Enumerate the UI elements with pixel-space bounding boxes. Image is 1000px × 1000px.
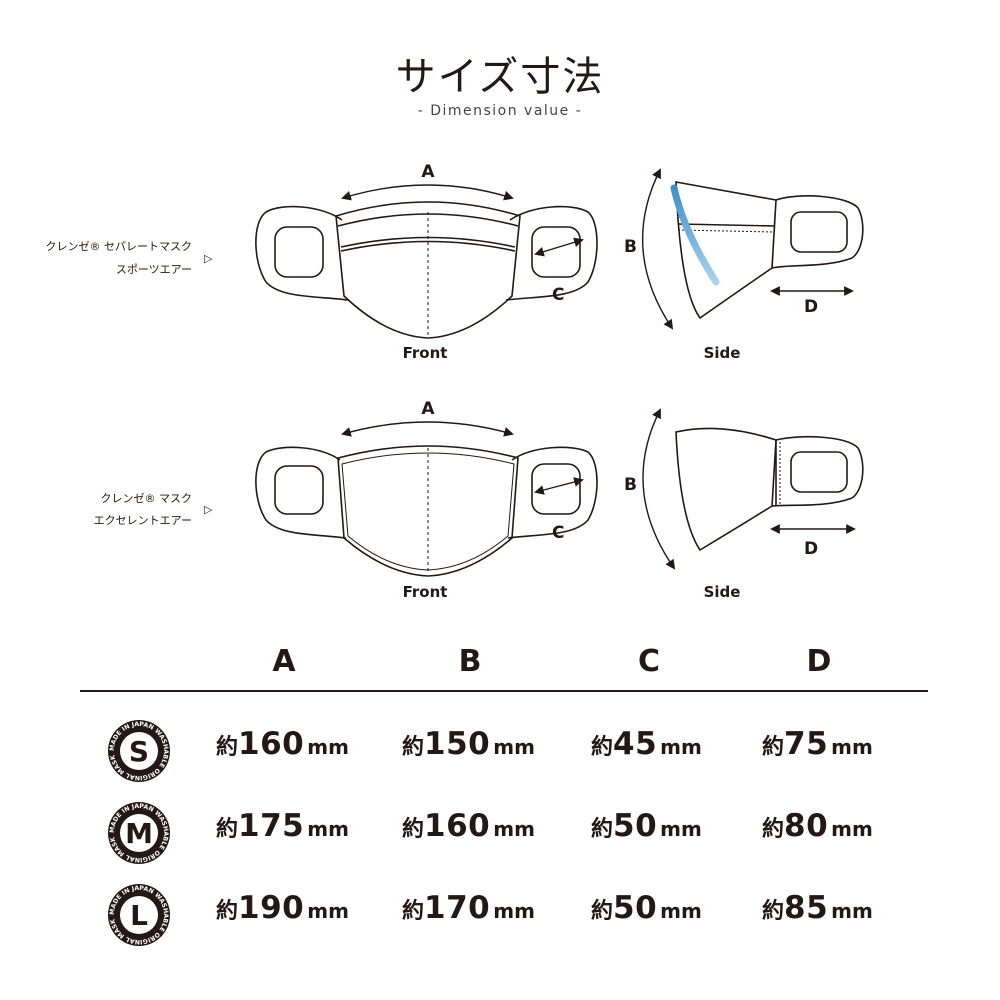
product-1-name-line2: スポーツエアー xyxy=(116,263,192,276)
approx-prefix: 約 xyxy=(216,817,239,842)
approx-prefix: 約 xyxy=(591,899,614,924)
unit-label: mm xyxy=(493,817,535,841)
column-header-d: D xyxy=(806,644,832,679)
pointer-icon: ▷ xyxy=(204,252,213,265)
unit-label: mm xyxy=(493,899,535,923)
unit-label: mm xyxy=(660,735,702,759)
column-header-c: C xyxy=(637,644,661,679)
dimension-value: 190 xyxy=(238,890,305,926)
product-2-name-line2: エクセレントエアー xyxy=(94,514,192,527)
dimension-value: 50 xyxy=(613,808,658,844)
dimension-value: 150 xyxy=(424,726,491,762)
dimension-label-a: A xyxy=(421,399,435,419)
dimension-value: 175 xyxy=(238,808,305,844)
front-label: Front xyxy=(403,583,448,601)
dimension-value: 85 xyxy=(784,890,829,926)
pointer-icon: ▷ xyxy=(204,503,213,516)
unit-label: mm xyxy=(307,899,349,923)
column-header-b: B xyxy=(458,644,482,679)
side-label: Side xyxy=(704,344,741,362)
unit-label: mm xyxy=(493,735,535,759)
approx-prefix: 約 xyxy=(402,735,425,760)
page-subtitle: - Dimension value - xyxy=(417,103,583,119)
approx-prefix: 約 xyxy=(762,899,785,924)
dimension-label-b: B xyxy=(624,237,637,257)
unit-label: mm xyxy=(831,735,873,759)
approx-prefix: 約 xyxy=(591,817,614,842)
side-label: Side xyxy=(704,583,741,601)
dimension-label-c: C xyxy=(552,523,564,543)
product-1-label: クレンゼ® セパレートマスク スポーツエアー ▷ xyxy=(46,240,214,276)
product-2-side-view xyxy=(642,408,864,570)
size-letter: S xyxy=(129,735,149,768)
approx-prefix: 約 xyxy=(216,735,239,760)
unit-label: mm xyxy=(660,817,702,841)
dimension-value: 170 xyxy=(424,890,491,926)
dimension-label-a: A xyxy=(421,162,435,182)
dimension-value: 50 xyxy=(613,890,658,926)
column-header-a: A xyxy=(272,644,296,679)
unit-label: mm xyxy=(307,817,349,841)
approx-prefix: 約 xyxy=(762,735,785,760)
product-2-name-line1: クレンゼ® マスク xyxy=(101,492,193,505)
size-letter: L xyxy=(130,899,148,932)
product-1-name-line1: クレンゼ® セパレートマスク xyxy=(46,240,193,253)
unit-label: mm xyxy=(831,899,873,923)
dimension-value: 80 xyxy=(784,808,829,844)
product-2-label: クレンゼ® マスク エクセレントエアー ▷ xyxy=(94,492,213,527)
dimension-label-d: D xyxy=(804,297,818,317)
product-1-side-view xyxy=(641,168,864,330)
unit-label: mm xyxy=(307,735,349,759)
unit-label: mm xyxy=(660,899,702,923)
ear-strap-highlight xyxy=(670,184,720,286)
approx-prefix: 約 xyxy=(591,735,614,760)
page-title: サイズ寸法 xyxy=(395,54,605,100)
approx-prefix: 約 xyxy=(216,899,239,924)
header-divider xyxy=(80,690,928,692)
dimension-value: 75 xyxy=(784,726,829,762)
dimension-value: 160 xyxy=(424,808,491,844)
mask-diagrams: クレンゼ® セパレートマスク スポーツエアー ▷ A C Front B D S… xyxy=(46,162,864,601)
product-1-front-view xyxy=(255,184,598,339)
dimension-label-b: B xyxy=(624,475,637,495)
size-letter: M xyxy=(125,817,153,850)
product-2-front-view xyxy=(255,421,598,577)
approx-prefix: 約 xyxy=(402,817,425,842)
unit-label: mm xyxy=(831,817,873,841)
dimension-value: 45 xyxy=(613,726,658,762)
approx-prefix: 約 xyxy=(762,817,785,842)
front-label: Front xyxy=(403,344,448,362)
dimension-value: 160 xyxy=(238,726,305,762)
approx-prefix: 約 xyxy=(402,899,425,924)
dimension-label-d: D xyxy=(804,539,818,559)
dimension-label-c: C xyxy=(552,285,564,305)
